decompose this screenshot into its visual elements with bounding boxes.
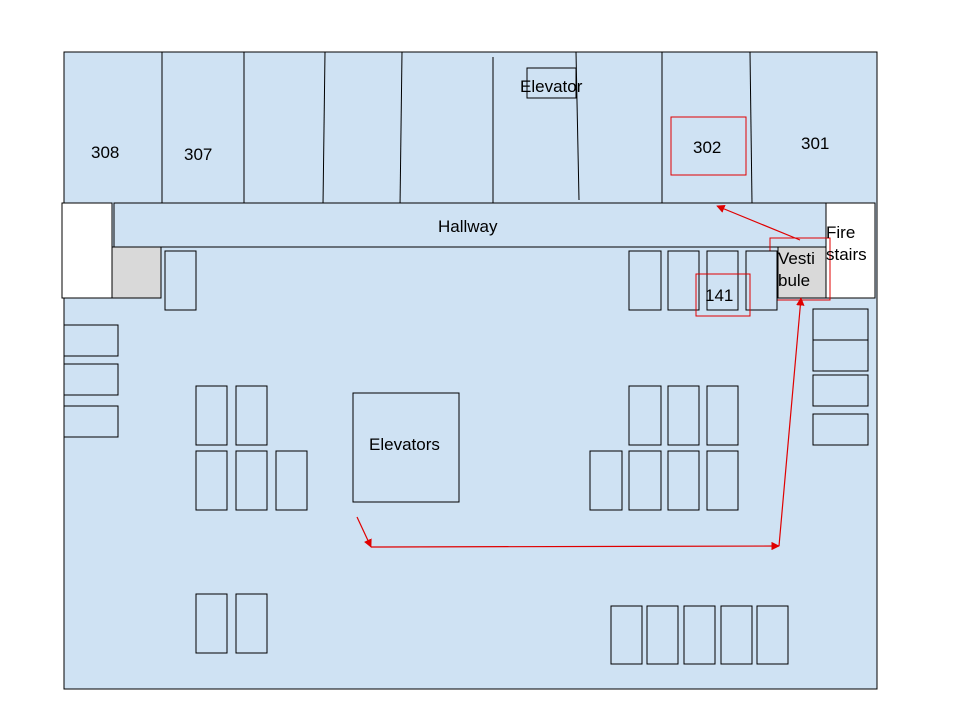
desk [646,605,679,665]
cabinet [63,363,119,396]
left-grey-block [111,246,162,299]
wall-3 [322,51,326,206]
route-segment-3 [778,297,805,547]
label-elevators: Elevators [369,435,440,454]
route-segment-1 [356,516,372,548]
desk-left-top [164,250,197,311]
left-side-boxes [63,324,119,438]
label-room-141: 141 [705,286,733,305]
desk-cluster-left [195,385,308,511]
label-room-302: 302 [693,138,721,157]
label-vestibule-1: Vesti [778,249,815,268]
desk-cluster-bottom-right [610,605,789,665]
label-room-307: 307 [184,145,212,164]
room-302-highlight [670,116,747,176]
desk [195,450,228,511]
label-vestibule-2: bule [778,271,810,290]
room-141-highlight [695,273,751,317]
desk [756,605,789,665]
main-floor [63,51,878,690]
desk [720,605,753,665]
desk [195,385,228,446]
desk [745,250,778,311]
desk [195,593,228,654]
desk [275,450,308,511]
label-fire-stairs-2: stairs [826,245,867,264]
desk [610,605,643,665]
right-side-boxes [812,308,869,446]
desk [706,450,739,511]
cabinet [63,405,119,438]
desk [706,385,739,446]
cabinet [812,374,869,407]
fire-stairs [825,202,876,299]
label-hallway: Hallway [438,217,498,236]
wall-8 [749,51,753,204]
desk [628,385,662,446]
label-room-308: 308 [91,143,119,162]
vestibule [777,246,827,299]
desk-cluster-bottom-left [195,593,268,654]
top-room-dividers [161,51,753,208]
cabinet [812,308,869,341]
elevators-block [352,392,460,503]
label-fire-stairs-1: Fire [826,223,855,242]
desk [667,385,700,446]
desk [589,450,623,511]
desk [667,250,700,311]
desk [235,450,268,511]
desk [683,605,716,665]
wall-4 [399,51,403,208]
route-segment-4 [716,204,801,241]
desk [235,385,268,446]
desk-row-right-top [628,250,778,311]
cabinet [812,339,869,372]
desk-cluster-right [589,385,739,511]
hallway [113,202,831,248]
desk [706,250,739,311]
evacuation-route [356,204,805,551]
label-elevator-top: Elevator [520,77,583,96]
label-room-301: 301 [801,134,829,153]
cabinet [812,413,869,446]
desk [667,450,700,511]
left-white-block [61,202,113,299]
desk [235,593,268,654]
cabinet [63,324,119,357]
elevator-top-box [526,67,577,99]
desk [628,250,662,311]
route-segment-2 [370,541,780,551]
desk [628,450,662,511]
